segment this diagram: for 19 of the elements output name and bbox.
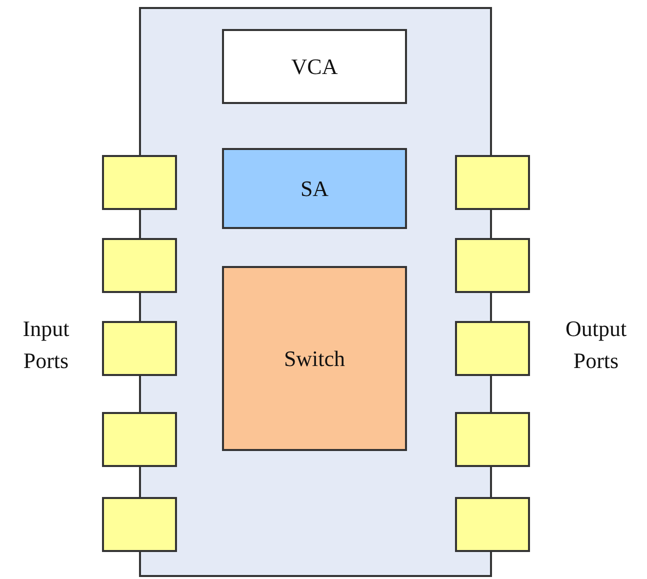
block-box [222,266,407,451]
block-label: SA [300,175,329,203]
port-box [455,321,530,376]
block-box [222,148,407,229]
block-label: Switch [284,345,346,373]
port-box [102,155,177,210]
port-box [102,238,177,293]
chip-outline [139,7,492,577]
port-group-label: Output Ports [564,315,628,375]
port-box [455,412,530,467]
port-box [455,497,530,552]
block-label: VCA [291,53,338,81]
block-box [222,29,407,104]
port-group-label: Input Ports [22,315,70,375]
port-box [102,412,177,467]
port-box [102,497,177,552]
port-box [455,155,530,210]
port-box [102,321,177,376]
port-box [455,238,530,293]
